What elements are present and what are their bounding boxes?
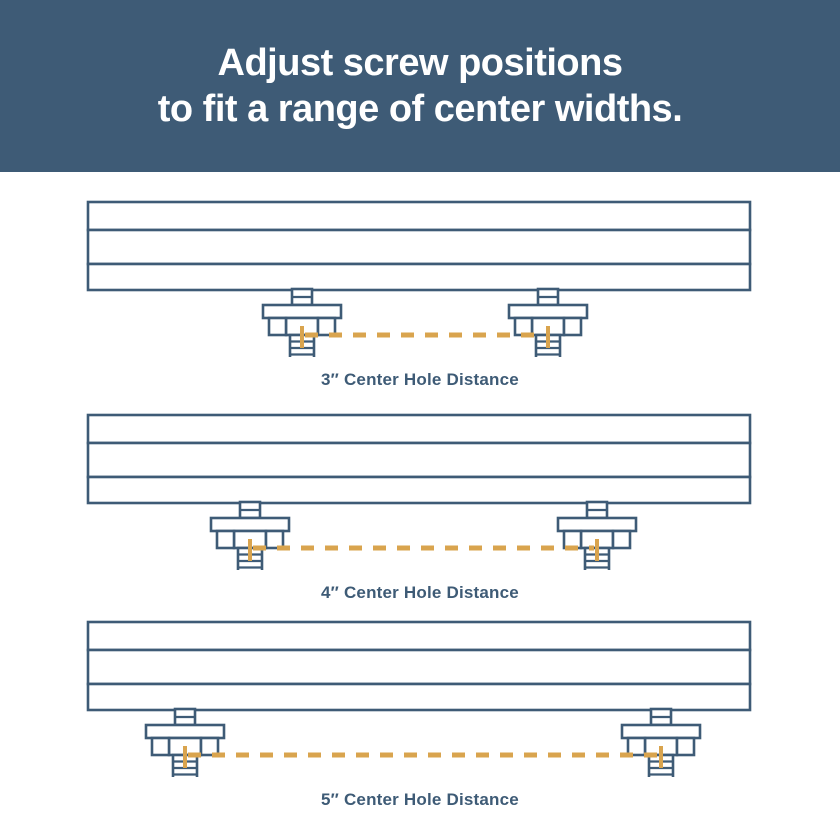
header-banner: Adjust screw positions to fit a range of… bbox=[0, 0, 840, 172]
screw-nut-left-right bbox=[513, 316, 534, 337]
diagram-5in-illustration bbox=[86, 620, 752, 777]
diagram-3in-illustration bbox=[86, 200, 752, 357]
screw-nut-left-left bbox=[267, 316, 288, 337]
header-title-line2: to fit a range of center widths. bbox=[157, 88, 683, 130]
rail-section-top bbox=[86, 413, 752, 445]
screw-nut-right-left bbox=[316, 316, 337, 337]
screw-washer-plate-right bbox=[556, 516, 638, 533]
diagram-3in-label: 3″ Center Hole Distance bbox=[321, 370, 519, 389]
screw-left bbox=[209, 500, 291, 570]
rail-section-middle bbox=[86, 228, 752, 266]
screw-nut-right-left bbox=[264, 529, 285, 550]
dimension-line bbox=[183, 746, 663, 768]
rail-section-bottom bbox=[86, 475, 752, 505]
rail bbox=[86, 200, 752, 292]
screw-left bbox=[261, 287, 343, 357]
screw-nut-left-right bbox=[626, 736, 647, 757]
diagram-4in: 4″ Center Hole Distance bbox=[0, 405, 840, 602]
diagram-4in-label: 4″ Center Hole Distance bbox=[321, 583, 519, 602]
diagram-3in: 3″ Center Hole Distance bbox=[0, 192, 840, 389]
rail-section-bottom bbox=[86, 682, 752, 712]
rail bbox=[86, 620, 752, 712]
dimension-line bbox=[300, 326, 550, 348]
screw-washer-plate-left bbox=[209, 516, 291, 533]
diagram-stage: 3″ Center Hole Distance 4″ Center Hole D… bbox=[0, 172, 840, 840]
screw-washer-plate-left bbox=[144, 723, 226, 740]
screw-washer-plate-right bbox=[620, 723, 702, 740]
rail-section-top bbox=[86, 620, 752, 652]
screw-nut-left-right bbox=[562, 529, 583, 550]
screw-nut-left-left bbox=[215, 529, 236, 550]
screw-nut-left-left bbox=[150, 736, 171, 757]
screw-nut-right-right bbox=[562, 316, 583, 337]
screw-washer-plate-left bbox=[261, 303, 343, 320]
diagram-5in: 5″ Center Hole Distance bbox=[0, 612, 840, 809]
header-title-line1: Adjust screw positions bbox=[217, 42, 623, 84]
screw-nut-right-left bbox=[199, 736, 220, 757]
rail-section-middle bbox=[86, 648, 752, 686]
diagram-5in-label: 5″ Center Hole Distance bbox=[321, 790, 519, 809]
rail-section-top bbox=[86, 200, 752, 232]
rail-section-middle bbox=[86, 441, 752, 479]
dimension-line bbox=[248, 539, 599, 561]
diagram-4in-illustration bbox=[86, 413, 752, 570]
screw-washer-plate-right bbox=[507, 303, 589, 320]
rail-section-bottom bbox=[86, 262, 752, 292]
rail bbox=[86, 413, 752, 505]
screw-nut-right-right bbox=[675, 736, 696, 757]
screw-nut-right-right bbox=[611, 529, 632, 550]
